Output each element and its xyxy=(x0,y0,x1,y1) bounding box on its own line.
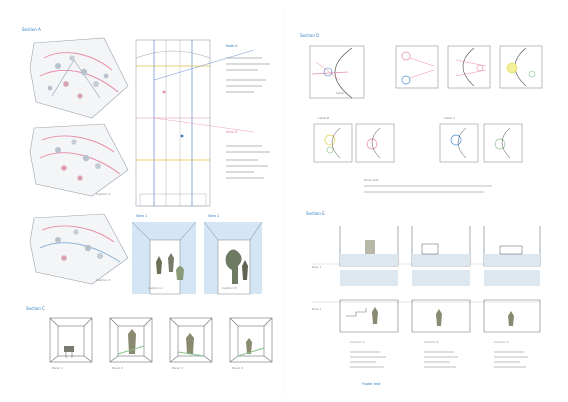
view-panel-2-caption: Panel 2 xyxy=(112,366,123,370)
diagram-pair-right xyxy=(439,123,523,163)
perspective-b xyxy=(203,221,263,295)
section-title-5: Section E xyxy=(306,211,325,216)
view-panel-3-caption: Panel 3 xyxy=(172,366,183,370)
section-title-4: Section D xyxy=(300,33,319,38)
view-panel-1 xyxy=(49,317,93,363)
column-notes xyxy=(350,351,528,368)
section-column-1-caption: Column 1 xyxy=(350,340,364,344)
diagram-large-label: Label A xyxy=(336,91,348,95)
view-panel-4 xyxy=(229,317,273,363)
pair-right-label: Label C xyxy=(444,116,455,120)
diagram-small-1 xyxy=(395,45,439,89)
right-body-text xyxy=(364,185,492,193)
note-top-heading: Note A xyxy=(226,44,238,48)
note-top-text xyxy=(226,57,270,93)
section-title-1: Section A xyxy=(22,27,41,32)
section-column-2-caption: Column 2 xyxy=(424,340,438,344)
perspective-a-title: View 1 xyxy=(136,214,147,218)
note-mid-text xyxy=(226,145,270,179)
view-panel-1-caption: Panel 1 xyxy=(52,366,63,370)
view-panel-3 xyxy=(169,317,213,363)
perspective-a-caption: Caption A xyxy=(148,286,164,290)
diagram-small-2 xyxy=(447,45,491,89)
section-title-3: Section C xyxy=(26,306,45,311)
pair-left-label: Label B xyxy=(318,116,329,120)
perspective-b-caption: Caption B xyxy=(222,286,237,290)
perspective-b-title: View 2 xyxy=(208,214,219,218)
row-1-label: Row 1 xyxy=(312,265,321,269)
section-column-2 xyxy=(411,226,471,333)
section-column-3-caption: Column 3 xyxy=(494,340,508,344)
site-plan-3 xyxy=(29,213,129,285)
site-plan-2 xyxy=(29,123,129,197)
plan-3-caption: Caption 3 xyxy=(96,278,111,282)
view-panel-4-caption: Panel 4 xyxy=(232,366,243,370)
note-mid-heading: Note B xyxy=(226,130,238,134)
diagram-pair-left xyxy=(313,123,395,163)
diagram-small-3 xyxy=(499,45,543,89)
plan-2-caption: Caption 2 xyxy=(96,192,111,196)
section-column-3 xyxy=(483,226,541,333)
right-body-label: Body text xyxy=(364,178,379,182)
perspective-a xyxy=(131,221,197,295)
right-footer: Footer text xyxy=(362,382,381,386)
site-plan-1 xyxy=(29,37,129,119)
view-panel-2 xyxy=(109,317,153,363)
section-drawing xyxy=(135,39,255,207)
diagram-large xyxy=(309,45,365,99)
row-2-label: Row 2 xyxy=(312,307,321,311)
